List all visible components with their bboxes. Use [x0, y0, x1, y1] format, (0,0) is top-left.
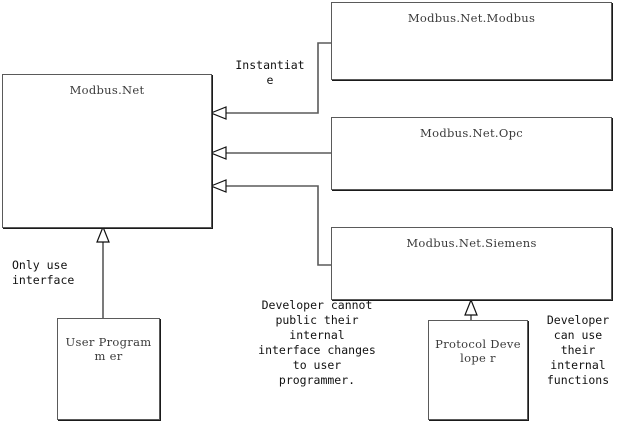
box-protocol-developer-label: Protocol Develope r: [435, 337, 521, 365]
label-instantiate: Instantiat e: [235, 58, 305, 87]
arrowhead-modbus-instantiate: [209, 106, 227, 120]
box-modbus-net-modbus-label: Modbus.Net.Modbus: [407, 11, 536, 25]
box-user-programmer-label: User Programm er: [65, 335, 152, 363]
box-modbus-net-siemens-label: Modbus.Net.Siemens: [406, 236, 537, 250]
arrowhead-opc: [209, 146, 227, 160]
box-modbus-net-label: Modbus.Net: [69, 83, 145, 97]
wire-core-to-siemens: [225, 185, 331, 266]
label-developer-can-use: Developer can use their internal functio…: [546, 313, 610, 387]
box-protocol-developer[interactable]: Protocol Develope r: [428, 320, 528, 420]
box-user-programmer[interactable]: User Programm er: [57, 318, 160, 420]
label-only-use-interface: Only use interface: [12, 258, 75, 287]
box-modbus-net-opc[interactable]: Modbus.Net.Opc: [331, 117, 612, 190]
arrowhead-protocol-developer: [464, 298, 478, 316]
box-modbus-net-opc-label: Modbus.Net.Opc: [420, 126, 523, 140]
arrowhead-user-programmer: [96, 225, 110, 243]
box-modbus-net-siemens[interactable]: Modbus.Net.Siemens: [331, 227, 612, 300]
arrowhead-siemens: [209, 179, 227, 193]
label-developer-cannot-public: Developer cannot public their internal i…: [258, 298, 376, 387]
box-modbus-net-modbus[interactable]: Modbus.Net.Modbus: [331, 2, 612, 80]
box-modbus-net[interactable]: Modbus.Net: [2, 74, 212, 228]
